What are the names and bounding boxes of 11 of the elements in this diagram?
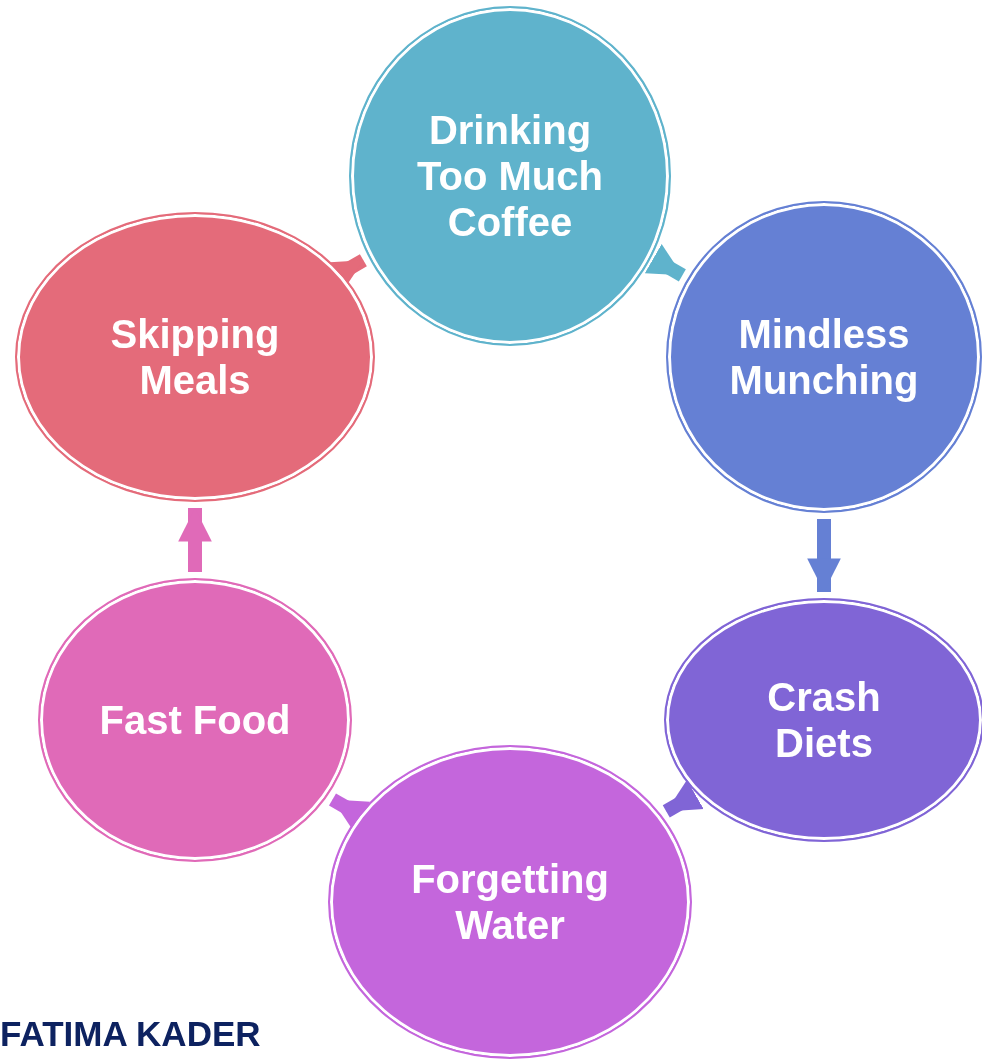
node-label: Skipping Meals	[109, 311, 281, 403]
arrow	[662, 780, 704, 818]
arrow	[178, 508, 212, 572]
node-label: Drinking Too Much Coffee	[416, 107, 604, 245]
arrow	[644, 244, 686, 282]
node-label: Mindless Munching	[728, 311, 920, 403]
node-label: Fast Food	[98, 697, 292, 743]
arrow	[807, 519, 841, 592]
node-label: Forgetting Water	[410, 856, 610, 948]
author-name: FATIMA KADER	[0, 1014, 261, 1054]
node-label: Crash Diets	[766, 674, 882, 766]
